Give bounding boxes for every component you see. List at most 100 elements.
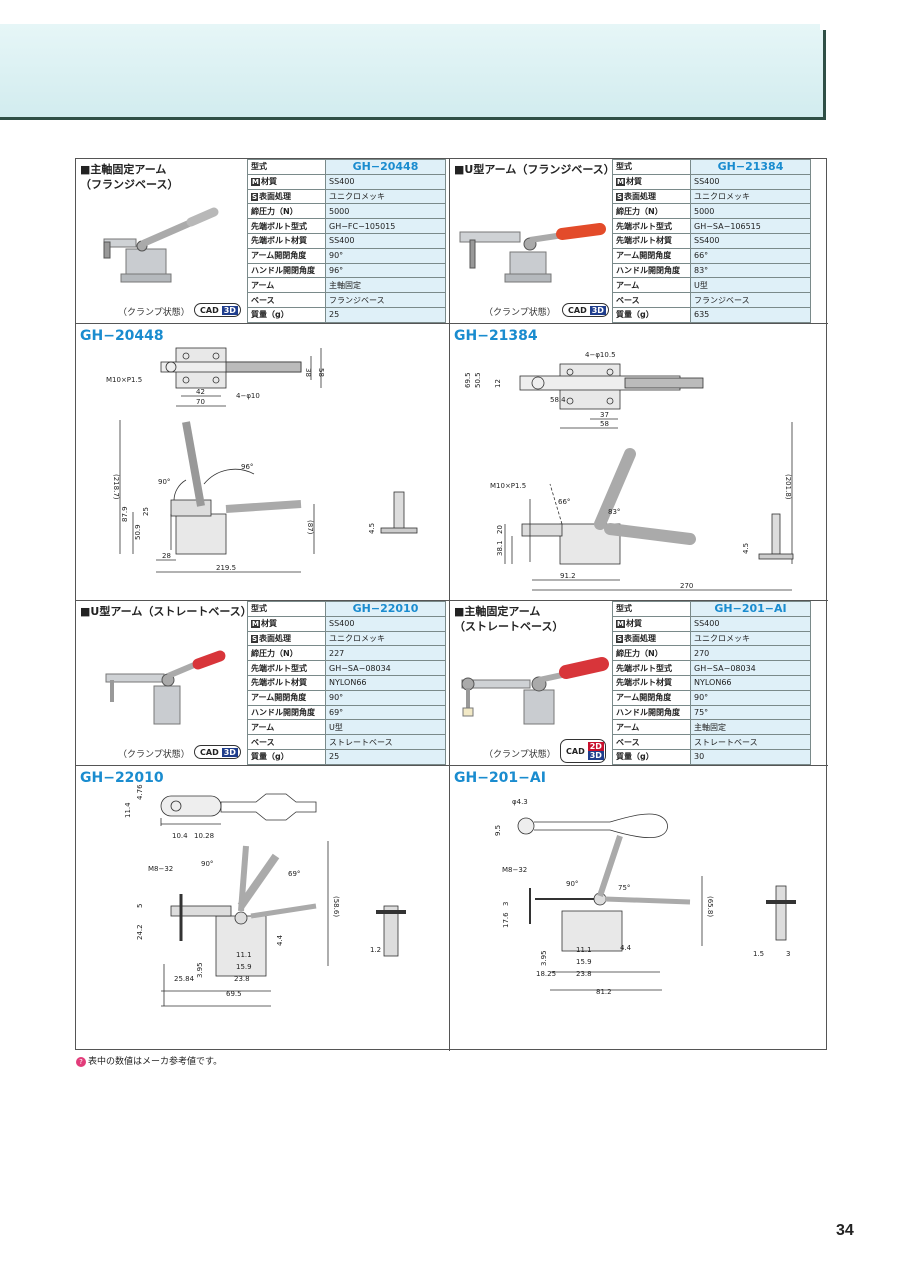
- cad-3d-label: 3D: [589, 305, 606, 315]
- cad-3d-label: 3D: [221, 747, 238, 757]
- svg-text:3: 3: [502, 902, 510, 906]
- svg-text:(65.8): (65.8): [706, 896, 714, 917]
- svg-text:38: 38: [304, 368, 312, 377]
- svg-text:69°: 69°: [288, 870, 300, 878]
- svg-text:87.9: 87.9: [121, 506, 129, 522]
- model-number: GH−22010: [325, 601, 446, 617]
- svg-text:50.9: 50.9: [134, 524, 142, 540]
- svg-text:4.4: 4.4: [620, 944, 632, 952]
- svg-text:φ4.3: φ4.3: [512, 798, 528, 806]
- drawing-title: GH−20448: [80, 328, 164, 344]
- svg-text:58: 58: [317, 368, 325, 377]
- svg-text:(87): (87): [306, 520, 314, 535]
- drawing-title: GH−21384: [454, 328, 538, 344]
- drawing-panel-gh22010: GH−22010 4.76 11.4 10.4 10.28 M8−32 90°: [76, 766, 450, 1051]
- svg-text:81.2: 81.2: [596, 988, 612, 996]
- product-card-gh201ai: ■主軸固定アーム （ストレートベース） （クランプ状態） CAD 2D 3D 型…: [450, 601, 828, 766]
- svg-text:69.5: 69.5: [226, 990, 242, 998]
- cad-badge[interactable]: CAD 2D 3D: [560, 739, 606, 763]
- drawing-panel-gh20448: GH−20448 M10×P1.5 42 70 4−φ10 38 58: [76, 324, 450, 601]
- svg-text:(201.8): (201.8): [784, 474, 792, 500]
- product-title: ■U型アーム（フランジベース）: [454, 163, 615, 176]
- svg-text:M10×P1.5: M10×P1.5: [106, 376, 142, 384]
- cad-badge[interactable]: CAD 3D: [562, 303, 609, 317]
- cad-3d-label: 3D: [587, 751, 604, 760]
- svg-text:69.5: 69.5: [464, 372, 472, 388]
- technical-drawing: 4−φ10.5 69.5 50.5 12 58.4 37 58 M10×P1.5…: [464, 351, 794, 591]
- svg-text:(58.6): (58.6): [332, 896, 340, 917]
- svg-text:1.2: 1.2: [370, 946, 381, 954]
- product-title: ■U型アーム（ストレートベース）: [80, 605, 252, 618]
- svg-text:M8−32: M8−32: [148, 865, 173, 873]
- model-number: GH−201−AI: [690, 601, 811, 617]
- technical-drawing: M10×P1.5 42 70 4−φ10 38 58 (218.7) 90° 9…: [106, 347, 418, 573]
- drawing-title: GH−201−AI: [454, 770, 546, 786]
- svg-text:42: 42: [196, 388, 205, 396]
- svg-text:25.84: 25.84: [174, 975, 195, 983]
- svg-text:(218.7): (218.7): [112, 474, 120, 500]
- svg-text:1.5: 1.5: [753, 950, 764, 958]
- svg-text:3.95: 3.95: [196, 962, 204, 978]
- svg-text:91.2: 91.2: [560, 572, 576, 580]
- svg-text:4.76: 4.76: [136, 784, 144, 800]
- svg-text:83°: 83°: [608, 508, 620, 516]
- cad-badge[interactable]: CAD 3D: [194, 303, 241, 317]
- svg-text:38.1: 38.1: [496, 540, 504, 556]
- header-banner: [0, 22, 826, 120]
- info-icon: ?: [76, 1057, 86, 1067]
- clamp-state-label: （クランプ状態）: [118, 308, 190, 318]
- svg-text:25: 25: [142, 507, 150, 516]
- svg-text:4.4: 4.4: [276, 934, 284, 946]
- svg-text:90°: 90°: [566, 880, 578, 888]
- svg-text:66°: 66°: [558, 498, 570, 506]
- svg-text:5: 5: [136, 904, 144, 908]
- svg-text:37: 37: [600, 411, 609, 419]
- svg-text:15.9: 15.9: [236, 963, 252, 971]
- product-photo: [461, 657, 609, 725]
- model-number: GH−21384: [690, 159, 811, 175]
- technical-drawing: 4.76 11.4 10.4 10.28 M8−32 90° 69° (58.6…: [124, 784, 406, 1007]
- svg-text:18.25: 18.25: [536, 970, 556, 978]
- svg-text:75°: 75°: [618, 884, 630, 892]
- product-title: ■主軸固定アーム （フランジベース）: [80, 163, 179, 191]
- cad-badge[interactable]: CAD 3D: [194, 745, 241, 759]
- svg-text:11.4: 11.4: [124, 802, 132, 818]
- svg-text:4.5: 4.5: [742, 543, 750, 554]
- svg-text:23.8: 23.8: [234, 975, 250, 983]
- svg-text:11.1: 11.1: [236, 951, 252, 959]
- svg-text:219.5: 219.5: [216, 564, 236, 572]
- svg-text:M10×P1.5: M10×P1.5: [490, 482, 526, 490]
- svg-text:4−φ10.5: 4−φ10.5: [585, 351, 616, 359]
- cad-label: CAD: [568, 305, 587, 315]
- svg-text:15.9: 15.9: [576, 958, 592, 966]
- svg-text:4.5: 4.5: [368, 523, 376, 534]
- svg-text:4−φ10: 4−φ10: [236, 392, 260, 400]
- svg-text:11.1: 11.1: [576, 946, 592, 954]
- svg-text:50.5: 50.5: [474, 372, 482, 388]
- svg-text:23.8: 23.8: [576, 970, 592, 978]
- svg-text:270: 270: [680, 582, 693, 590]
- product-photo: [105, 650, 226, 725]
- svg-text:3: 3: [786, 950, 790, 958]
- svg-text:58: 58: [600, 420, 609, 428]
- clamp-state-label: （クランプ状態）: [484, 308, 556, 318]
- clamp-state-label: （クランプ状態）: [118, 750, 190, 760]
- drawing-panel-gh201ai: GH−201−AI φ4.3 9.5 M8−32 90° 75° (65.8) …: [450, 766, 828, 1051]
- drawing-panel-gh21384: GH−21384 4−φ10.5 69.5 50.5 12 58.4 37 58: [450, 324, 828, 601]
- svg-text:28: 28: [162, 552, 171, 560]
- svg-text:58.4: 58.4: [550, 396, 566, 404]
- svg-text:96°: 96°: [241, 463, 253, 471]
- cad-label: CAD: [200, 305, 219, 315]
- cad-3d-label: 3D: [221, 305, 238, 315]
- svg-text:24.2: 24.2: [136, 924, 144, 940]
- svg-text:20: 20: [496, 525, 504, 534]
- cad-label: CAD: [200, 747, 219, 757]
- product-title: ■主軸固定アーム （ストレートベース）: [454, 605, 564, 633]
- svg-text:70: 70: [196, 398, 205, 406]
